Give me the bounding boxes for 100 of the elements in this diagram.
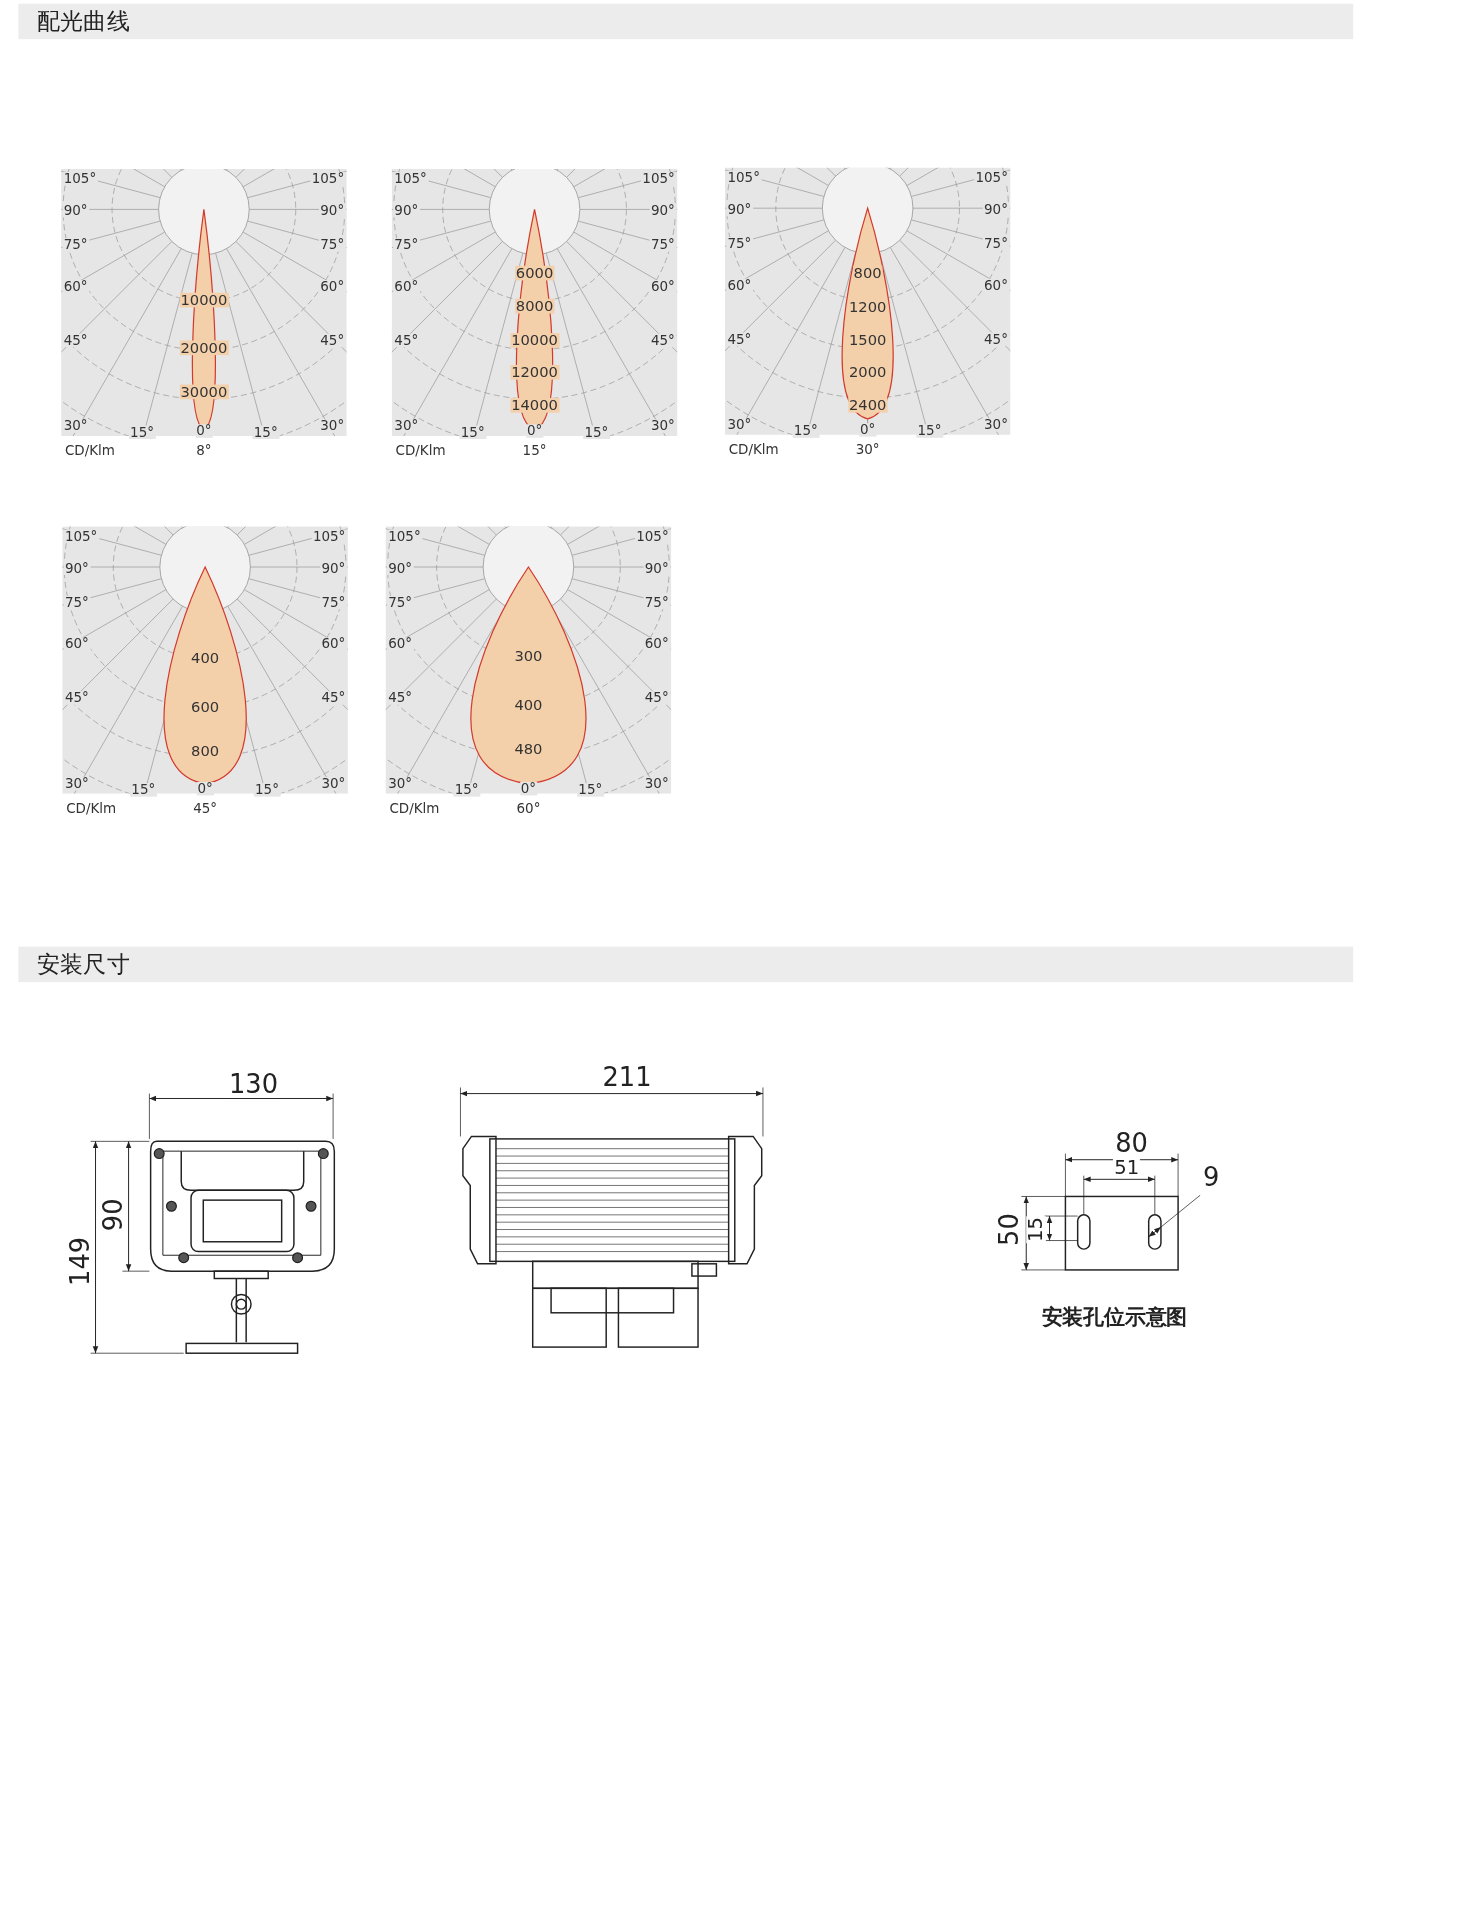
angle-label: 15°: [577, 783, 604, 797]
angle-label: 15°: [253, 783, 281, 797]
beam-angle-label: 30°: [855, 442, 880, 457]
angle-label: 90°: [387, 561, 414, 575]
angle-label: 60°: [319, 279, 346, 294]
angle-label: 75°: [319, 238, 346, 252]
angle-label: 15°: [130, 783, 157, 797]
angle-label: 45°: [643, 691, 670, 705]
caption: 安装孔位示意图: [1041, 1307, 1188, 1329]
unit-label: CD/Klm: [395, 443, 446, 458]
angle-label: 90°: [643, 561, 670, 575]
angle-label: 60°: [726, 278, 753, 293]
angle-label: 90°: [726, 202, 753, 217]
value-label: 14000: [509, 398, 560, 413]
value-label: 800: [189, 743, 221, 759]
value-label: 800: [852, 265, 883, 281]
angle-label: 105°: [726, 170, 762, 185]
angle-label: 75°: [643, 595, 670, 610]
angle-label: 60°: [643, 637, 670, 651]
angle-label: 15°: [792, 424, 819, 438]
value-label: 480: [513, 742, 544, 757]
value-label: 20000: [179, 340, 229, 356]
beam-angle-label: 60°: [516, 801, 541, 815]
unit-label: CD/Klm: [64, 443, 115, 458]
angle-label: 75°: [387, 595, 414, 610]
value-label: 1200: [847, 300, 888, 315]
angle-label: 15°: [453, 783, 480, 797]
angle-label: 75°: [63, 595, 90, 610]
angle-label: 90°: [649, 203, 676, 218]
angle-label: 105°: [974, 170, 1010, 185]
angle-label: 15°: [583, 425, 610, 440]
angle-label: 45°: [319, 333, 346, 348]
angle-label: 30°: [649, 419, 676, 433]
angle-label: 45°: [62, 333, 89, 348]
angle-label: 60°: [62, 279, 89, 294]
angle-label: 60°: [982, 278, 1010, 293]
beam-angle-label: 15°: [522, 443, 547, 458]
value-label: 10000: [509, 333, 560, 348]
angle-label: 45°: [387, 691, 414, 705]
angle-label: 90°: [319, 203, 346, 218]
unit-label: CD/Klm: [728, 442, 779, 457]
value-label: 2000: [847, 364, 888, 380]
angle-label: 60°: [387, 637, 414, 651]
angle-label: 30°: [319, 419, 346, 433]
angle-label: 30°: [726, 418, 753, 432]
beam-angle-label: 8°: [196, 443, 212, 458]
angle-label: 30°: [63, 777, 90, 791]
angle-label: 60°: [63, 637, 90, 651]
angle-label: 0°: [525, 424, 544, 438]
angle-label: 105°: [387, 529, 422, 544]
angle-label: 90°: [63, 561, 90, 575]
unit-label: CD/Klm: [389, 801, 440, 815]
angle-label: 105°: [393, 172, 428, 186]
value-label: 6000: [514, 265, 555, 281]
angle-label: 90°: [320, 561, 347, 575]
angle-label: 30°: [393, 419, 420, 433]
angle-label: 0°: [195, 424, 213, 438]
section-header: 配光曲线: [18, 3, 1354, 40]
angle-label: 30°: [982, 418, 1010, 432]
unit-label: CD/Klm: [66, 801, 117, 815]
angle-label: 30°: [643, 777, 670, 791]
beam-angle-label: 45°: [193, 801, 218, 815]
angle-label: 75°: [649, 238, 676, 252]
angle-label: 30°: [62, 419, 89, 433]
angle-label: 75°: [393, 238, 420, 252]
angle-label: 45°: [393, 333, 420, 348]
angle-label: 60°: [649, 279, 676, 294]
angle-label: 90°: [62, 203, 89, 218]
angle-label: 0°: [196, 781, 214, 796]
angle-label: 30°: [320, 777, 347, 791]
value-label: 300: [513, 649, 544, 664]
angle-label: 105°: [311, 529, 347, 544]
angle-label: 105°: [641, 172, 676, 186]
angle-label: 15°: [459, 425, 486, 440]
value-label: 400: [513, 698, 544, 713]
angle-label: 105°: [62, 172, 98, 186]
angle-label: 75°: [726, 236, 753, 251]
value-label: 8000: [514, 298, 555, 314]
value-label: 400: [189, 650, 221, 665]
angle-label: 75°: [982, 236, 1010, 251]
angle-label: 45°: [320, 691, 347, 705]
angle-label: 15°: [916, 424, 943, 438]
value-label: 10000: [179, 292, 229, 308]
angle-label: 75°: [320, 595, 347, 610]
angle-label: 45°: [649, 333, 676, 348]
angle-label: 0°: [858, 423, 877, 437]
angle-label: 45°: [982, 332, 1010, 346]
value-label: 1500: [847, 333, 888, 348]
angle-label: 75°: [62, 238, 89, 252]
value-label: 2400: [847, 398, 888, 413]
angle-label: 60°: [393, 279, 420, 294]
dimension-label: 15: [1026, 1215, 1046, 1244]
angle-label: 45°: [726, 332, 753, 346]
angle-label: 105°: [63, 529, 99, 544]
angle-label: 30°: [387, 777, 414, 791]
value-label: 600: [189, 699, 221, 714]
angle-label: 15°: [128, 425, 156, 440]
angle-label: 90°: [393, 203, 420, 218]
angle-label: 105°: [310, 172, 346, 186]
value-label: 12000: [509, 364, 560, 380]
